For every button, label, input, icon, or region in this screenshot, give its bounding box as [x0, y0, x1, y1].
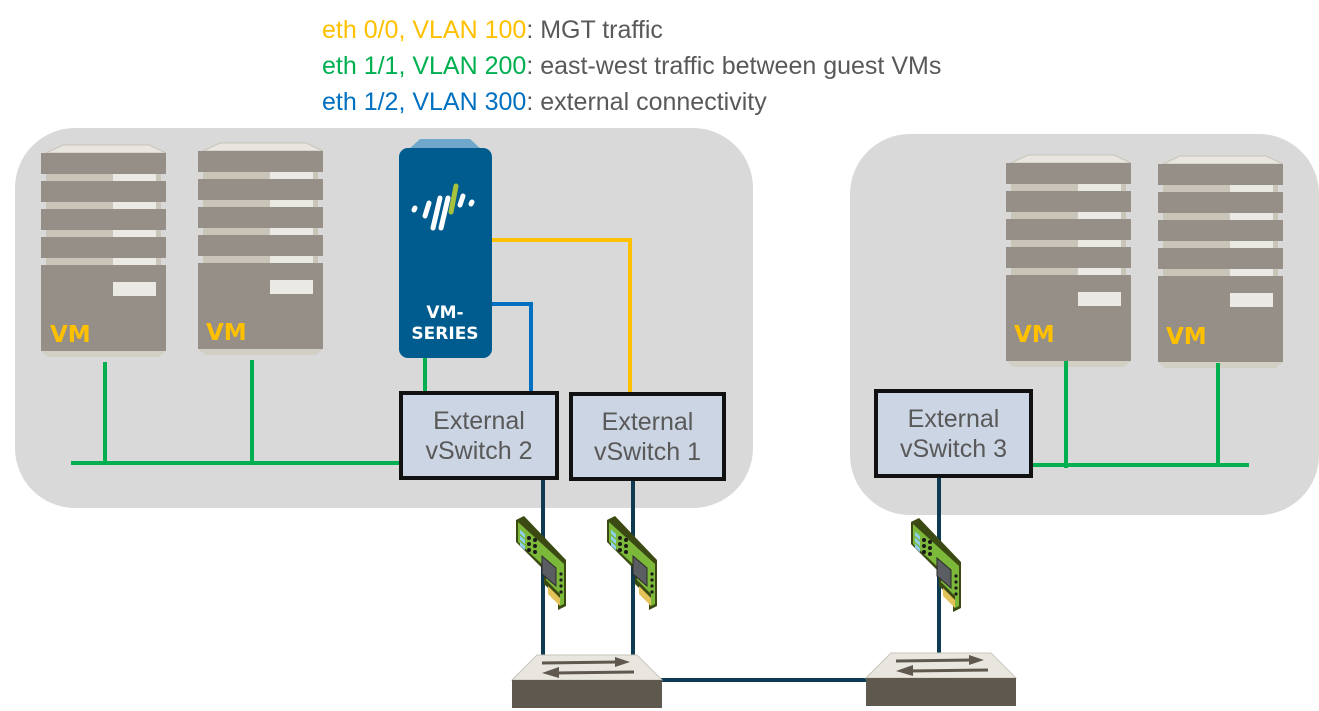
vswitch-label-line2: vSwitch 3: [900, 434, 1007, 463]
vswitch-3: External vSwitch 3: [874, 389, 1033, 478]
firewall-label-line1: VM-: [426, 303, 463, 323]
vswitch-label-line1: External: [601, 407, 694, 436]
legend-row-east-west: eth 1/1, VLAN 200: east-west traffic bet…: [322, 48, 941, 84]
legend-desc: : external connectivity: [526, 88, 767, 116]
vm-series-firewall: VM- SERIES: [399, 139, 492, 358]
legend-row-mgt: eth 0/0, VLAN 100: MGT traffic: [322, 12, 941, 48]
legend-key: eth 1/1, VLAN 200: [322, 52, 527, 80]
external-link: [492, 302, 533, 393]
vm-label: VM: [50, 322, 91, 348]
vswitch-label-line2: vSwitch 2: [425, 436, 533, 465]
legend-desc: : MGT traffic: [526, 16, 663, 44]
vm-label: VM: [1014, 322, 1055, 348]
vlan-legend: eth 0/0, VLAN 100: MGT traffic eth 1/1, …: [322, 12, 941, 120]
firewall-label-line2: SERIES: [411, 324, 478, 344]
vswitch-1: External vSwitch 1: [569, 392, 726, 481]
vm-label: VM: [206, 320, 247, 346]
vswitch-label-line2: vSwitch 1: [594, 437, 701, 466]
vswitch-label-line1: External: [907, 404, 1000, 433]
legend-desc: : east-west traffic between guest VMs: [526, 52, 942, 80]
legend-key: eth 1/2, VLAN 300: [322, 88, 527, 116]
nic-icon: [910, 517, 962, 613]
mgt-link: [492, 238, 632, 395]
legend-row-external: eth 1/2, VLAN 300: external connectivity: [322, 84, 941, 120]
physical-switch-icon: [510, 653, 664, 710]
legend-key: eth 0/0, VLAN 100: [322, 16, 527, 44]
vswitch-2: External vSwitch 2: [399, 391, 559, 480]
paloalto-logo-icon: [411, 183, 475, 231]
vm-label: VM: [1166, 324, 1207, 350]
vswitch-label-line1: External: [433, 406, 525, 435]
physical-switch-icon: [864, 651, 1018, 708]
